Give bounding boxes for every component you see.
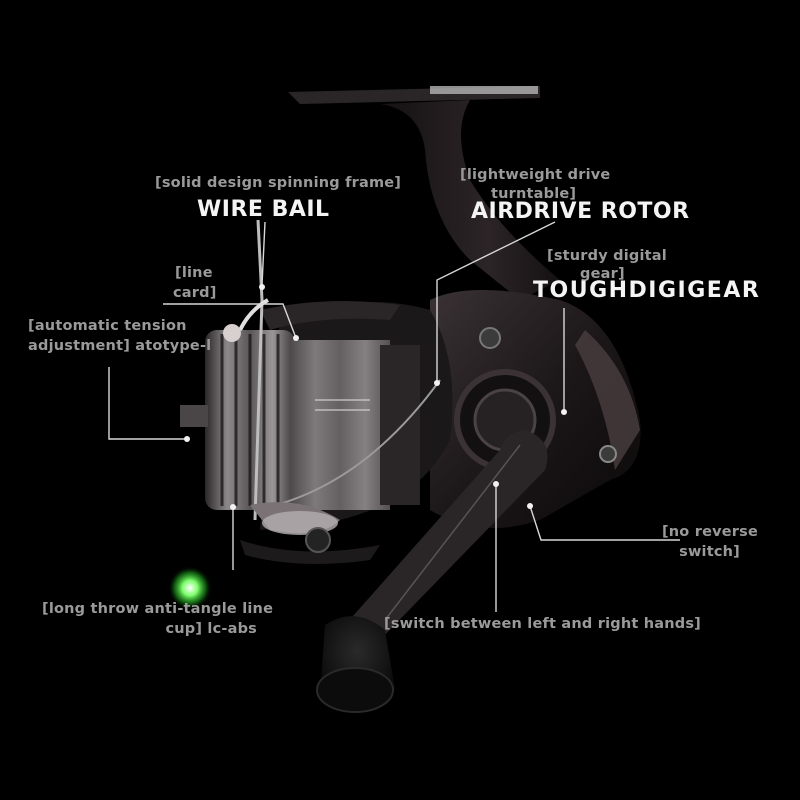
tension-label-2: adjustment] atotype-l	[28, 338, 212, 354]
wire-bail-title: WIRE BAIL	[197, 197, 330, 222]
line-card-label-2: card]	[173, 285, 217, 301]
line-card-label-1: [line	[175, 265, 213, 281]
tension-label-1: [automatic tension	[28, 318, 187, 334]
leader-dots	[184, 284, 567, 510]
tough-digigear-subtitle-1: [sturdy digital	[547, 248, 667, 264]
wire-bail-subtitle: [solid design spinning frame]	[155, 175, 402, 191]
tough-digigear-subtitle-2: gear]	[580, 266, 625, 282]
no-reverse-label-1: [no reverse	[661, 524, 758, 540]
line-cup-label-2: cup] lc-abs	[165, 621, 257, 637]
airdrive-rotor-title: AIRDRIVE ROTOR	[471, 199, 690, 224]
hand-switch-label: [switch between left and right hands]	[384, 616, 701, 632]
leader-lines	[108, 221, 680, 612]
airdrive-rotor-subtitle-2: turntable]	[491, 186, 577, 202]
tough-digigear-title: TOUGHDIGIGEAR	[533, 278, 761, 303]
no-reverse-label-2: switch]	[679, 544, 740, 560]
airdrive-rotor-subtitle-1: [lightweight drive	[460, 167, 611, 183]
led-glow	[168, 566, 212, 610]
line-cup-label-1: [long throw anti-tangle line	[42, 601, 274, 617]
